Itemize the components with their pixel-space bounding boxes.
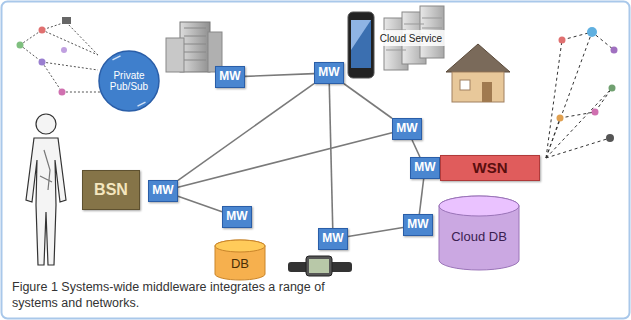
network-link [178,133,392,187]
node-label: MW [219,70,240,83]
network-link [419,179,423,214]
node-label: MW [318,66,339,79]
node-label: MW [322,232,343,245]
node-label: Private Pub/Sub [105,70,153,92]
network-link [178,196,222,211]
network-link [178,84,314,181]
middleware-box: MW [215,66,245,88]
middleware-box: MW [148,180,178,202]
network-box: WSN [440,155,540,181]
network-link [412,140,420,157]
middleware-box: MW [410,157,440,179]
middleware-box: MW [392,118,422,140]
service-label: Cloud Service [376,30,447,46]
network-box: BSN [82,170,140,210]
sensor-dots [17,17,72,96]
middleware-box: MW [403,214,433,236]
wsn-net [546,32,614,158]
node-label: Cloud Service [380,33,442,44]
node-label: MW [396,122,417,135]
node-label: MW [152,184,173,197]
wsn-dots [557,27,618,142]
node-label: BSN [94,181,128,199]
node-label: MW [226,210,247,223]
building-icon [166,22,222,72]
middleware-box: MW [318,228,348,250]
network-link [329,84,332,228]
middleware-box: MW [222,206,252,228]
network-link [245,74,314,77]
node-label: DB [231,249,249,271]
network-link [348,227,403,236]
human-figure [26,114,66,265]
sensor-net [20,22,100,92]
watch-icon [288,256,352,276]
database-cylinder: DB [214,240,266,280]
node-label: MW [407,218,428,231]
phone-icon [348,12,374,78]
router-node: Private Pub/Sub [98,50,160,112]
node-label: Cloud DB [451,222,507,244]
database-cylinder: Cloud DB [438,196,520,270]
middleware-box: MW [314,62,344,84]
figure-caption: Figure 1 Systems-wide middleware integra… [12,280,372,311]
node-label: WSN [473,160,508,177]
house-icon [446,44,510,102]
network-link [344,84,392,118]
node-label: MW [414,161,435,174]
